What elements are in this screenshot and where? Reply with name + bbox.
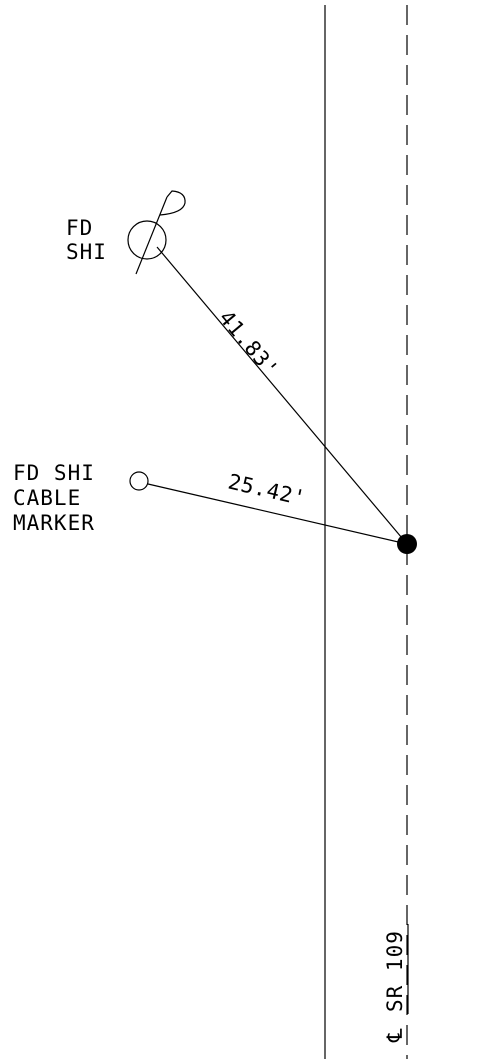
cable-marker-label-line1: FD SHI (13, 461, 95, 485)
tie-line-to-cable-marker (147, 483, 408, 545)
centerline-label-group: ℄ SR 109 (383, 924, 409, 1043)
tie-line-to-shi (156, 246, 408, 545)
centerline-route-label: SR 109 (383, 930, 407, 1012)
fd-shi-monument-icon (127, 190, 186, 275)
fd-shi-label-line1: FD (66, 216, 93, 240)
cable-marker-icon (129, 471, 149, 491)
cable-marker-label-line2: CABLE (13, 486, 81, 510)
cable-marker-label-line3: MARKER (13, 511, 95, 535)
dimension-upper-label: 41.83' (214, 306, 283, 382)
centerline-symbol: ℄ (383, 1028, 407, 1043)
centerline-point-icon (397, 534, 417, 554)
fd-shi-label-line2: SHI (66, 240, 107, 264)
